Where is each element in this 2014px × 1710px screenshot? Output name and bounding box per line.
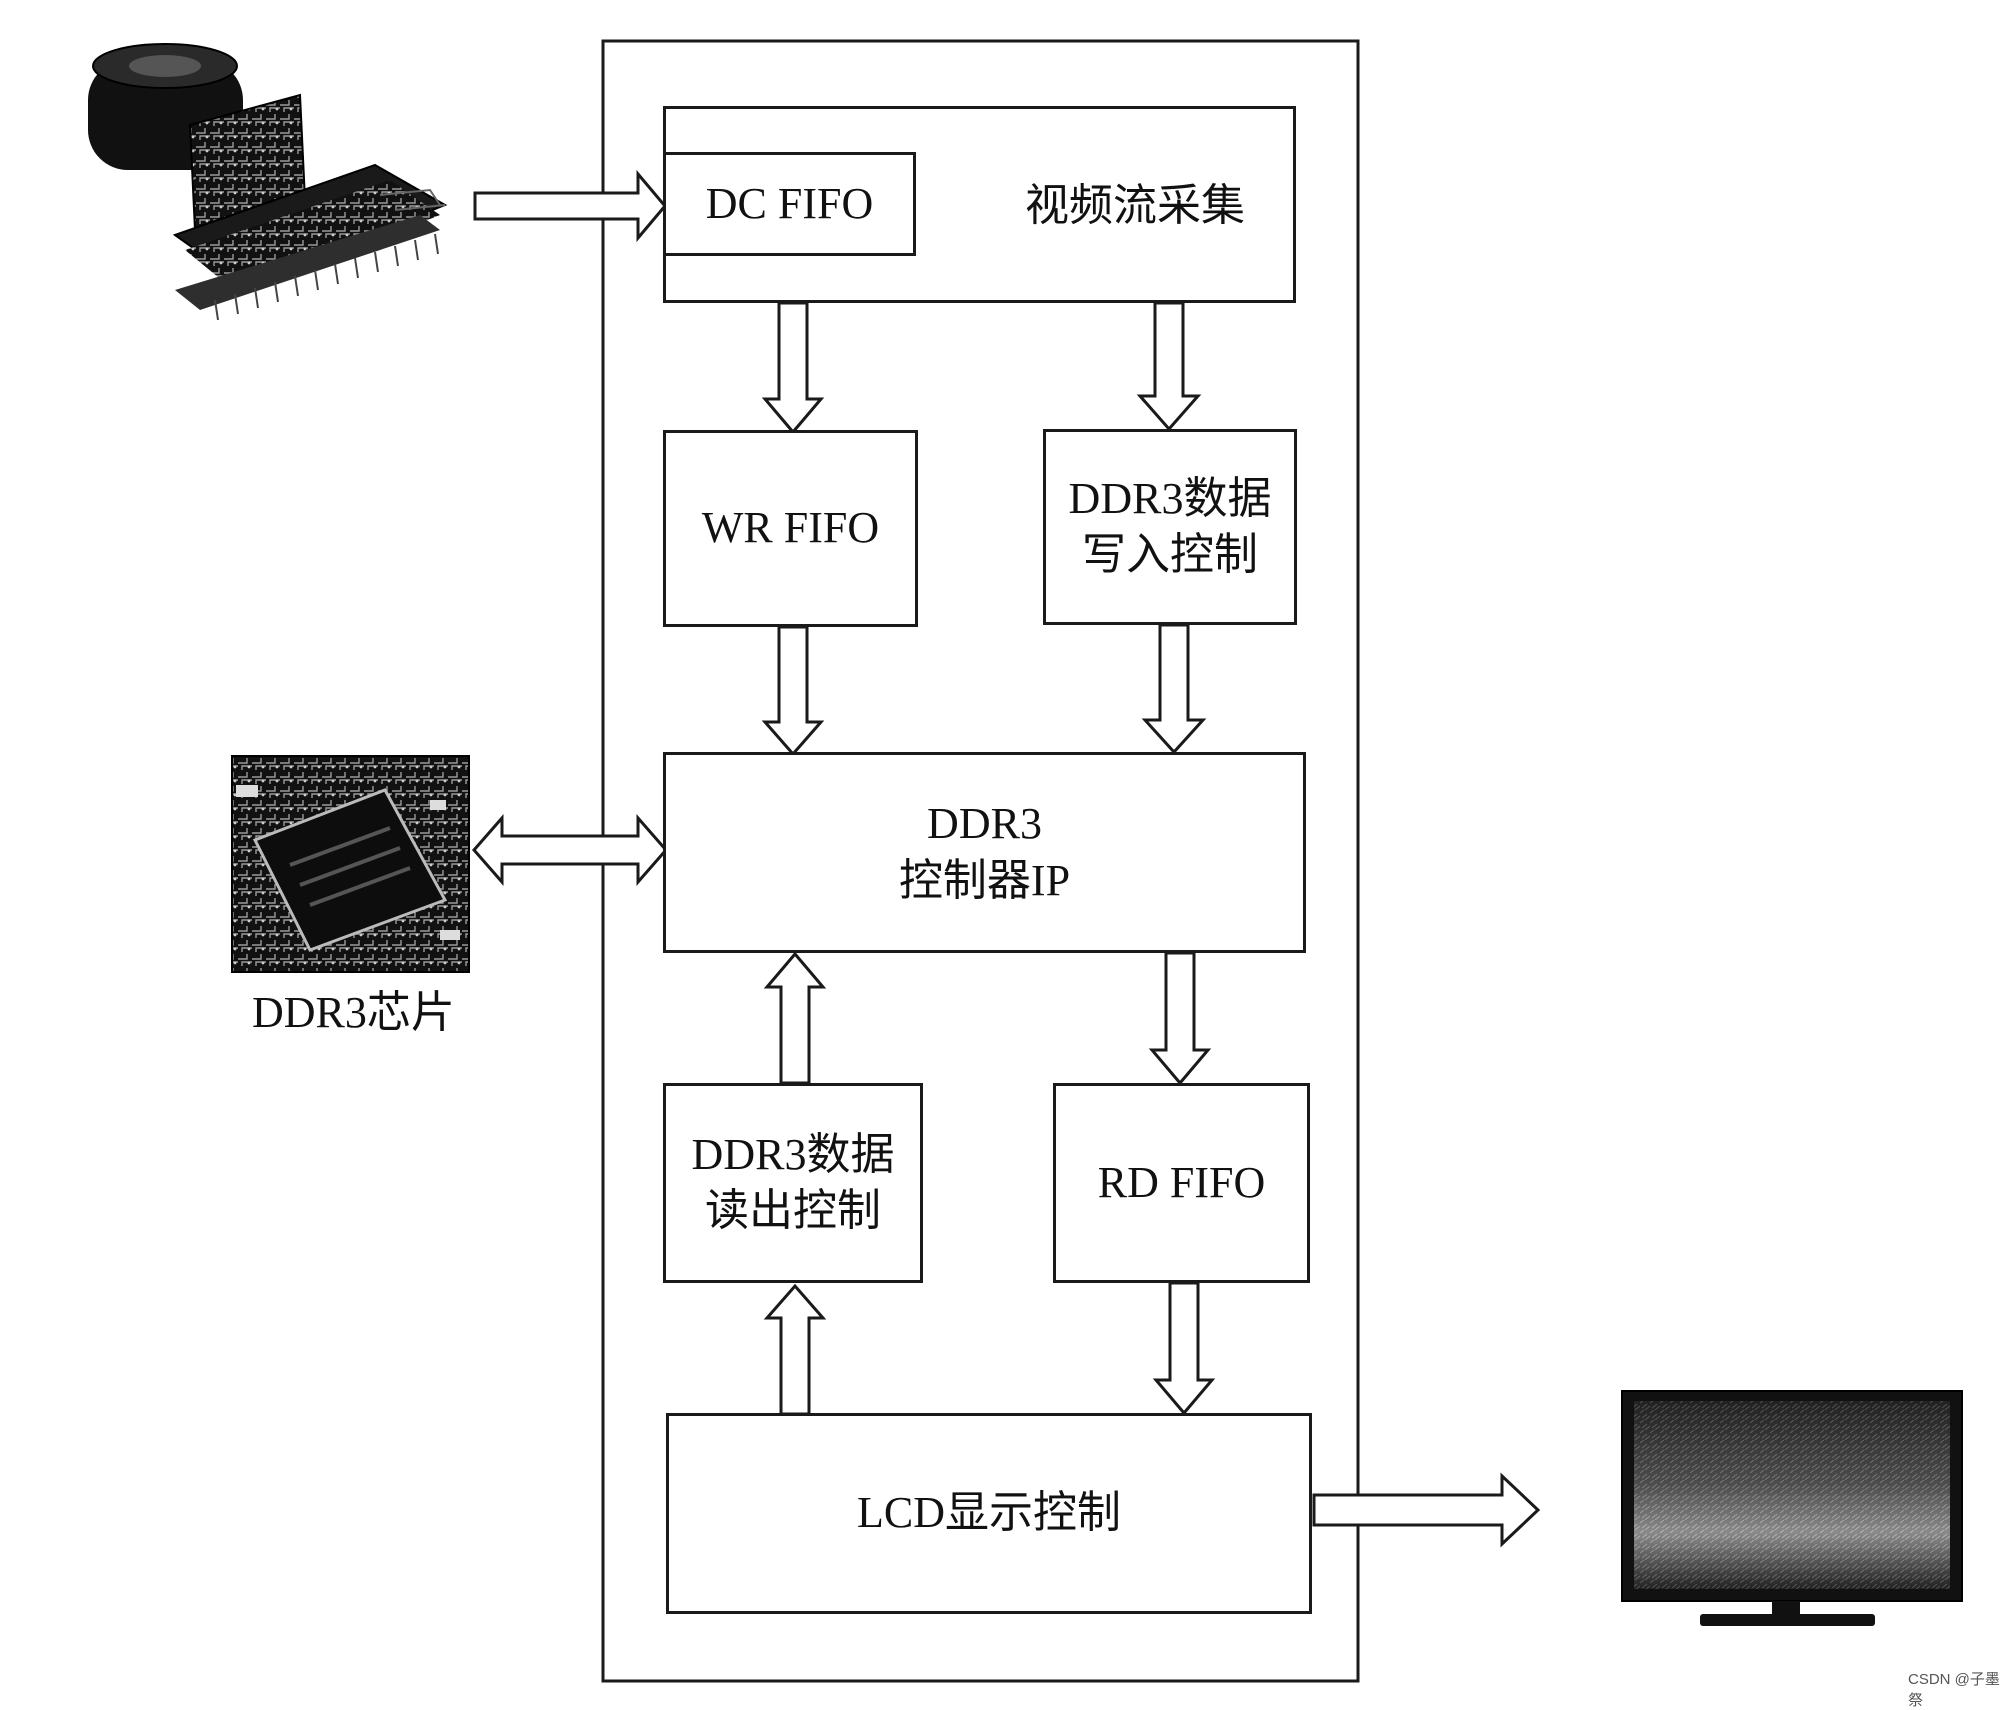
ddr3-write-control-block: DDR3数据 写入控制	[1043, 429, 1297, 625]
ddr3-write-control-line1: DDR3数据	[1068, 473, 1272, 523]
ddr3-controller-ip-block: DDR3 控制器IP	[663, 752, 1306, 953]
lcd-display-control-label: LCD显示控制	[857, 1488, 1121, 1538]
ddr3-controller-line2: 控制器IP	[898, 855, 1071, 905]
arrow-chip-controller-bidirectional	[472, 814, 668, 886]
ddr3-read-control-line1: DDR3数据	[691, 1129, 895, 1179]
wr-fifo-label: WR FIFO	[701, 503, 880, 553]
ddr3-write-control-line2: 写入控制	[1082, 530, 1258, 579]
camera-module-image	[88, 43, 448, 321]
arrow-controller-to-rdfifo	[1148, 951, 1212, 1086]
wr-fifo-block: WR FIFO	[663, 430, 918, 627]
arrow-writectrl-to-controller	[1141, 623, 1207, 755]
rd-fifo-label: RD FIFO	[1097, 1157, 1266, 1207]
arrow-camera-to-dcfifo	[473, 169, 667, 243]
arrow-capture-to-wrfifo	[761, 301, 825, 435]
arrow-capture-to-writectrl	[1136, 301, 1202, 432]
arrow-readctrl-to-controller	[763, 951, 827, 1085]
lcd-monitor-image	[1621, 1390, 1963, 1626]
video-capture-label: 视频流采集	[1025, 181, 1245, 230]
ddr3-controller-line1: DDR3	[927, 799, 1042, 849]
watermark: CSDN @子墨祭	[1908, 1671, 2000, 1709]
ddr3-chip-caption: DDR3芯片	[252, 988, 455, 1037]
arrow-lcd-to-monitor	[1312, 1472, 1541, 1548]
dc-fifo-block	[663, 152, 916, 256]
ddr3-read-control-line2: 读出控制	[705, 1186, 881, 1235]
arrow-wrfifo-to-controller	[761, 625, 825, 757]
arrow-rdfifo-to-lcd	[1152, 1281, 1216, 1416]
lcd-display-control-block: LCD显示控制	[666, 1413, 1312, 1614]
arrow-lcd-to-readctrl	[763, 1283, 827, 1416]
ddr3-chip-image	[231, 755, 470, 973]
ddr3-read-control-block: DDR3数据 读出控制	[663, 1083, 923, 1283]
dc-fifo-label: DC FIFO	[705, 178, 874, 228]
rd-fifo-block: RD FIFO	[1053, 1083, 1310, 1283]
